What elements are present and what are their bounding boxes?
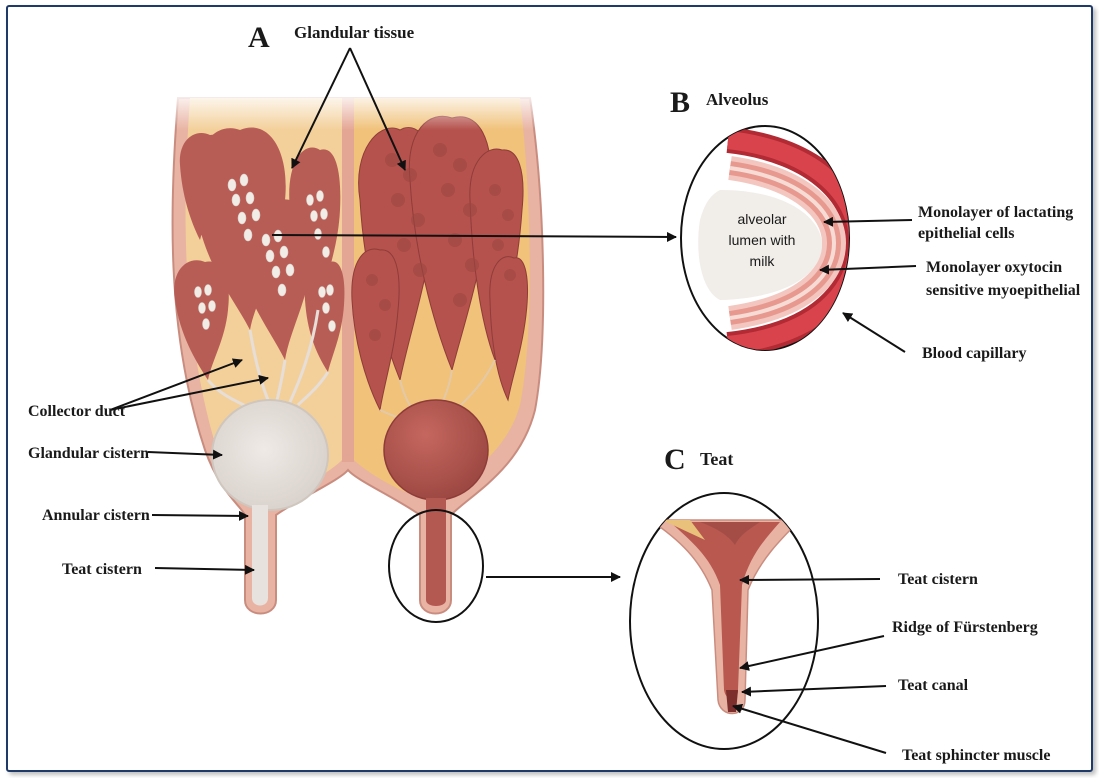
glandular-cistern-label: Glandular cistern [28, 445, 149, 462]
panel-a-letter: A [248, 21, 270, 54]
panel-c-title: Teat [700, 449, 733, 469]
lumen-line-1: alveolar [737, 211, 786, 227]
ridge-label: Ridge of Fürstenberg [892, 619, 1038, 636]
teat-cistern-right-shape [426, 498, 446, 606]
teat-cistern-left-label: Teat cistern [62, 561, 142, 578]
monolayer-oxytocin-label-1: Monolayer oxytocin [926, 259, 1062, 276]
teat-sphincter-label: Teat sphincter muscle [902, 747, 1050, 764]
lumen-line-2: lumen with [729, 232, 796, 248]
alveolus-inset: alveolar lumen with milk [681, 126, 858, 350]
monolayer-lactating-label-2: epithelial cells [918, 225, 1014, 242]
teat-cistern-right-label: Teat cistern [898, 571, 978, 588]
top-fade [160, 90, 550, 130]
monolayer-oxytocin-label-2: sensitive myoepithelial [926, 282, 1081, 299]
panel-b-title: Alveolus [706, 90, 769, 109]
panel-b-letter: B [670, 86, 690, 119]
monolayer-lactating-label-1: Monolayer of lactating [918, 204, 1073, 221]
glandular-cistern-left [212, 400, 328, 510]
teat-cistern-left-shape [252, 505, 268, 606]
panel-a-title: Glandular tissue [294, 23, 415, 42]
lumen-line-3: milk [750, 253, 776, 269]
annular-cistern-label: Annular cistern [42, 507, 150, 524]
teat-canal-label: Teat canal [898, 677, 969, 694]
blood-capillary-label: Blood capillary [922, 345, 1026, 362]
glandular-cistern-right [384, 400, 488, 500]
collector-duct-label: Collector duct [28, 403, 126, 420]
teat-inset [630, 493, 818, 749]
panel-c-letter: C [664, 443, 686, 476]
